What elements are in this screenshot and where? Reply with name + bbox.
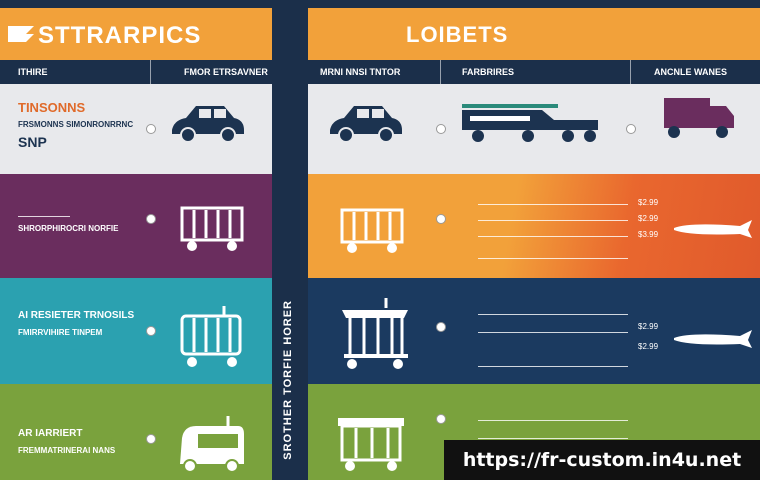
right-row-2-value-1: $2.99 — [638, 198, 659, 207]
row-1-subtitle: FRSMONNS SIMONRONRRNC — [18, 120, 134, 129]
row-1-title: TINSONNS — [18, 100, 86, 115]
logo-icon — [8, 26, 34, 42]
truck-trailer-icon — [462, 104, 598, 142]
car-icon — [172, 106, 244, 143]
left-header-title: STTRARPICS — [38, 22, 202, 49]
row-2-rule — [18, 216, 70, 217]
right-subheader: MRNI NNSI TNTOR FARBRIRES ANCNLE WANES — [308, 60, 760, 84]
row-4-dot — [146, 434, 156, 444]
right-row-3-rule-1 — [478, 314, 628, 315]
right-row-3-rule-2 — [478, 332, 628, 333]
watermark-url: https://fr-custom.in4u.net — [444, 440, 760, 480]
left-row-2: SHRORPHIROCRI NORFIE — [0, 174, 272, 278]
right-row-3-value-1: $2.99 — [638, 322, 659, 331]
row-3-title: AI RESIETER TRNOSILS — [18, 310, 135, 321]
left-subheader: ITHIRE FMOR ETRSAVNER — [0, 60, 272, 84]
bus-icon — [180, 416, 244, 473]
right-row-1 — [308, 84, 760, 174]
right-header-title: LOIBETS — [406, 22, 509, 47]
right-row-2-dot — [436, 214, 446, 224]
airplane-icon — [674, 330, 752, 348]
row-2-dot — [146, 214, 156, 224]
top-strip — [0, 0, 272, 8]
right-row-3-value-2: $2.99 — [638, 342, 659, 351]
car-icon — [330, 106, 402, 143]
right-row-3: $2.99 $2.99 — [308, 278, 760, 384]
row-4-subtitle: FREMMATRINERAI NANS — [18, 446, 116, 455]
left-panel: STTRARPICS ITHIRE FMOR ETRSAVNER TINSONN… — [0, 0, 272, 480]
right-col1-label: MRNI NNSI TNTOR — [320, 67, 401, 77]
row-4-title: AR IARRIERT — [18, 428, 83, 439]
right-col3-label: ANCNLE WANES — [654, 67, 728, 77]
airplane-icon — [674, 220, 752, 238]
right-row-2-rule-4 — [478, 258, 628, 259]
right-header: LOIBETS — [308, 8, 760, 60]
left-row-4: AR IARRIERT FREMMATRINERAI NANS — [0, 384, 272, 480]
row-3-dot — [146, 326, 156, 336]
tram-icon — [338, 418, 404, 471]
right-row-1-dot-2 — [626, 124, 636, 134]
right-row-4-rule-2 — [478, 438, 628, 439]
spine-text: SROTHER TORFIE HORER — [282, 300, 294, 460]
row-1-dot — [146, 124, 156, 134]
row-3-subtitle: FMIRRVIHIRE TINPEM — [18, 328, 103, 337]
right-row-3-dot — [436, 322, 446, 332]
right-panel: LOIBETS MRNI NNSI TNTOR FARBRIRES ANCNLE… — [308, 0, 760, 480]
left-header: STTRARPICS — [0, 8, 272, 60]
left-row-1: TINSONNS FRSMONNS SIMONRONRRNC SNP — [0, 84, 272, 174]
right-row-1-dot — [436, 124, 446, 134]
rail-wagon-icon — [340, 208, 404, 253]
row-2-subtitle: SHRORPHIROCRI NORFIE — [18, 224, 119, 233]
left-col2-label: FMOR ETRSAVNER — [184, 67, 268, 77]
right-row-2-rule-2 — [478, 220, 628, 221]
right-col2-label: FARBRIRES — [462, 67, 515, 77]
right-row-2-rule-3 — [478, 236, 628, 237]
right-row-4-dot — [436, 414, 446, 424]
left-row-3: AI RESIETER TRNOSILS FMIRRVIHIRE TINPEM — [0, 278, 272, 384]
right-row-2-value-3: $3.99 — [638, 230, 659, 239]
right-row-4-rule-1 — [478, 420, 628, 421]
box-truck-icon — [664, 98, 734, 138]
spine — [272, 0, 308, 480]
cargo-cart-icon — [342, 298, 408, 369]
right-row-3-rule-3 — [478, 366, 628, 367]
left-col1-label: ITHIRE — [18, 67, 48, 77]
right-row-2: $2.99 $2.99 $3.99 — [308, 174, 760, 278]
cargo-cart-icon — [180, 306, 242, 367]
row-1-extra: SNP — [18, 134, 47, 150]
top-strip-right — [308, 0, 760, 8]
right-row-2-value-2: $2.99 — [638, 214, 659, 223]
right-row-2-rule-1 — [478, 204, 628, 205]
right-row-4 — [308, 384, 760, 480]
rail-wagon-icon — [180, 206, 244, 251]
